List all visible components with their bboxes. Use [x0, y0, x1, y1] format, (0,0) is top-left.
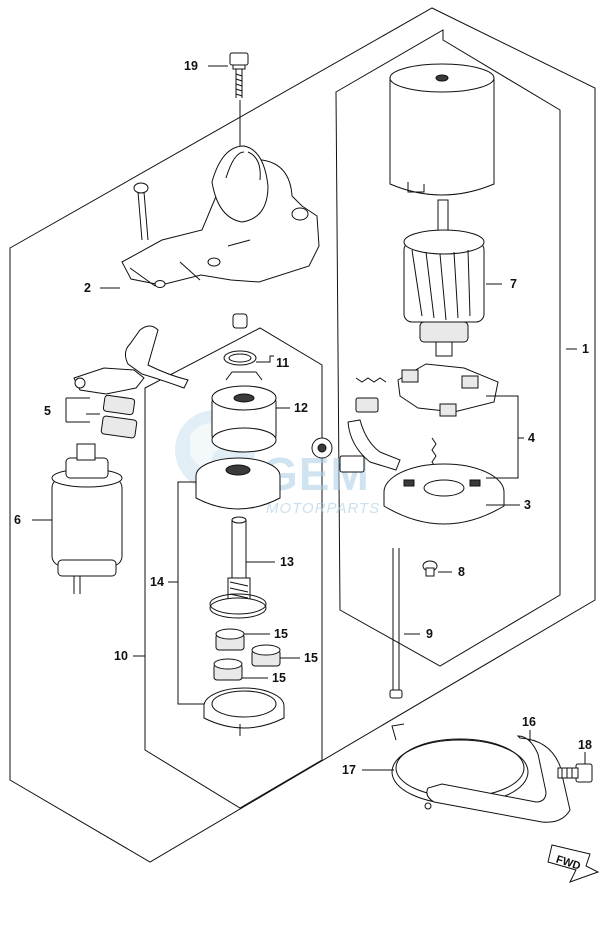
part-bushing	[232, 313, 248, 329]
assembly-frame-outer	[9, 7, 596, 863]
callout-13: 13	[280, 555, 294, 569]
part-8-screw	[422, 560, 438, 577]
callout-19: 19	[184, 59, 198, 73]
callout-10: 10	[114, 649, 128, 663]
pinion-group-frame	[144, 327, 323, 809]
part-4-brush-holder	[355, 363, 499, 469]
assembly-frame-inner	[335, 29, 561, 667]
callout-3: 3	[524, 498, 531, 512]
part-6-solenoid	[51, 443, 123, 594]
part-13-shaft	[209, 516, 267, 619]
part-yoke-case	[389, 63, 495, 196]
fwd-arrow-icon: FWD	[547, 844, 600, 883]
part-5-shift-lever	[73, 325, 189, 439]
callout-14: 14	[150, 575, 164, 589]
part-9-through-bolt	[389, 548, 403, 699]
part-cable-terminal	[311, 419, 401, 473]
leader-lines	[32, 65, 586, 771]
callout-9: 9	[426, 627, 433, 641]
part-2-housing	[121, 145, 320, 288]
callout-18: 18	[578, 738, 592, 752]
callout-6: 6	[14, 513, 21, 527]
callout-15b: 15	[304, 651, 318, 665]
part-16-bracket	[424, 735, 571, 823]
callout-8: 8	[458, 565, 465, 579]
part-internal-ring	[203, 687, 285, 729]
part-11-ring	[223, 350, 257, 366]
part-19-bolt	[229, 52, 249, 98]
callout-2: 2	[84, 281, 91, 295]
callout-1: 1	[582, 342, 589, 356]
callout-labels: 19 2 1 11 5 12 4 7 3 6 13 8 14 9 15 10 1…	[14, 59, 592, 777]
callout-17: 17	[342, 763, 356, 777]
callout-7: 7	[510, 277, 517, 291]
part-clutch-cup	[195, 457, 281, 510]
part-15-gears	[213, 628, 281, 681]
callout-15a: 15	[274, 627, 288, 641]
watermark-sub: MOTORPARTS	[266, 500, 380, 517]
callout-12: 12	[294, 401, 308, 415]
part-housing-bolt	[133, 182, 149, 241]
callout-15c: 15	[272, 671, 286, 685]
callout-4: 4	[528, 431, 535, 445]
part-7-armature	[403, 199, 485, 357]
part-3-end-cover	[383, 463, 505, 525]
callout-11: 11	[276, 356, 289, 370]
part-18-bolt	[557, 763, 593, 783]
callout-16: 16	[522, 715, 536, 729]
part-12-pinion	[211, 371, 277, 453]
callout-5: 5	[44, 404, 51, 418]
